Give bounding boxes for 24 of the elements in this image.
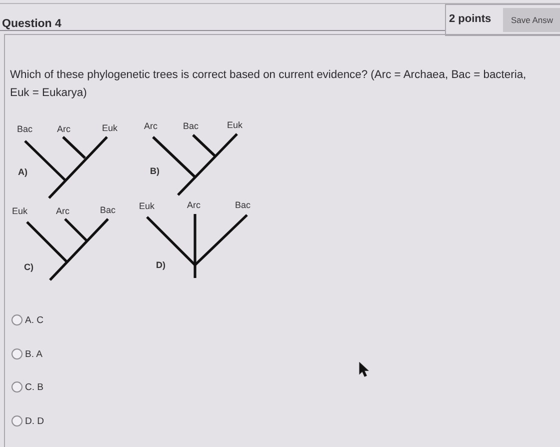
question-heading: Question 4: [2, 18, 62, 30]
taxon-label: Euk: [102, 123, 118, 133]
taxon-label: Arc: [187, 200, 200, 210]
tree-letter-label: A): [18, 167, 28, 177]
taxon-label: Euk: [227, 120, 243, 130]
taxon-label: Euk: [139, 201, 155, 211]
taxon-label: Bac: [183, 121, 199, 131]
taxon-label: Arc: [57, 124, 70, 134]
tree-letter-label: B): [150, 166, 160, 176]
tree-letter-label: C): [24, 262, 34, 272]
answer-option: A. C: [11, 314, 44, 326]
question-text: Which of these phylogenetic trees is correct based on current evidence? (Arc = Archaea, Bac = bacteria, Euk = Eukarya): [10, 68, 528, 101]
taxon-label: Bac: [235, 200, 251, 210]
answer-option: D. D: [11, 415, 44, 427]
taxon-label: Arc: [144, 121, 158, 131]
save-answer-button: Save Answ: [503, 8, 560, 32]
taxon-label: Euk: [12, 206, 28, 216]
taxon-label: Bac: [100, 205, 116, 215]
points-label: 2 points: [449, 13, 492, 25]
tree-letter-label: D): [156, 260, 166, 270]
taxon-label: Bac: [17, 124, 33, 134]
answer-option: B. A: [11, 348, 42, 360]
taxon-label: Arc: [56, 206, 70, 216]
answer-option: C. B: [11, 381, 44, 393]
